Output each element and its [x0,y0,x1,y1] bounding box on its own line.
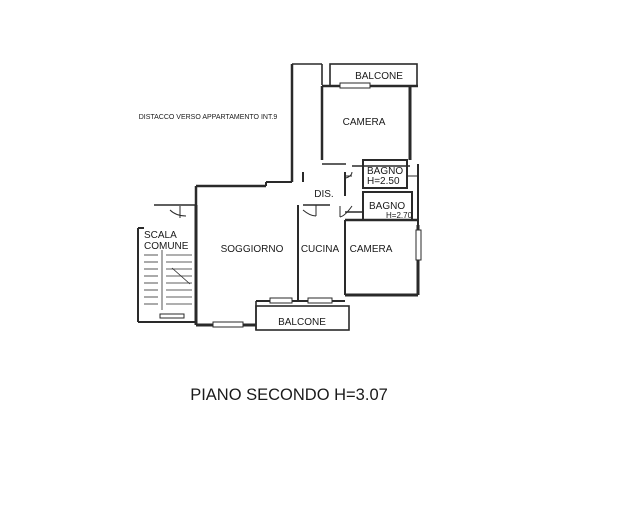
label-comune: COMUNE [144,241,189,252]
label-distacco-note: DISTACCO VERSO APPARTAMENTO INT.9 [139,114,278,121]
label-bagno-2-height: H=2.70 [386,211,413,220]
label-camera-right: CAMERA [350,244,393,255]
stair-treads [144,250,192,310]
label-cucina: CUCINA [301,244,340,255]
label-balcone-top: BALCONE [355,71,403,82]
label-bagno-1: BAGNO [367,166,403,177]
label-dis: DIS. [314,189,333,200]
plan-title: PIANO SECONDO H=3.07 [190,386,388,404]
label-bagno-2: BAGNO [369,201,405,212]
label-balcone-bottom: BALCONE [278,317,326,328]
doors [169,171,418,218]
label-soggiorno: SOGGIORNO [221,244,284,255]
label-camera-top: CAMERA [343,117,386,128]
label-bagno-1-height: H=2.50 [367,176,400,187]
windows [159,82,422,328]
label-scala: SCALA [144,230,177,241]
